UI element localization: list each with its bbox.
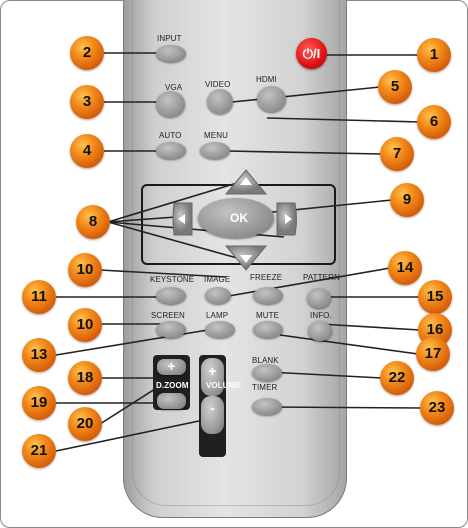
image-label: IMAGE [204, 275, 231, 284]
input-button[interactable] [156, 45, 186, 62]
menu-label: MENU [204, 131, 228, 140]
right-arrow-icon [285, 214, 292, 224]
freeze-label: FREEZE [250, 273, 283, 282]
auto-button[interactable] [156, 142, 186, 159]
left-arrow-button[interactable] [170, 201, 194, 237]
callout-2: 2 [70, 36, 104, 70]
menu-button[interactable] [200, 142, 230, 159]
dzoom-minus-button[interactable] [157, 393, 186, 409]
hdmi-label: HDMI [256, 75, 277, 84]
right-arrow-button[interactable] [275, 201, 299, 237]
timer-button[interactable] [252, 398, 282, 415]
callout-15: 15 [418, 280, 452, 314]
blank-button[interactable] [252, 364, 282, 381]
video-label: VIDEO [205, 80, 231, 89]
pattern-label: PATTERN [303, 273, 340, 282]
keystone-button[interactable] [156, 287, 186, 304]
pattern-button[interactable] [307, 288, 331, 308]
down-arrow-icon [240, 255, 252, 263]
info-button[interactable] [308, 321, 332, 341]
up-arrow-icon [240, 177, 252, 185]
down-arrow-button[interactable] [224, 244, 268, 272]
callout-6: 6 [417, 105, 451, 139]
left-arrow-icon [178, 214, 185, 224]
callout-18: 18 [68, 361, 102, 395]
callout-22: 22 [380, 361, 414, 395]
screen-button[interactable] [156, 321, 186, 338]
info-label: INFO. [310, 311, 332, 320]
image-button[interactable] [205, 287, 231, 304]
callout-14: 14 [388, 251, 422, 285]
timer-label: TIMER [252, 383, 278, 392]
auto-label: AUTO [159, 131, 182, 140]
blank-label: BLANK [252, 356, 279, 365]
callout-7: 7 [380, 137, 414, 171]
hdmi-button[interactable] [257, 86, 286, 112]
ok-label: OK [230, 211, 249, 225]
remote-body [123, 0, 347, 518]
volume-plus-button[interactable]: + [201, 358, 224, 396]
callout-1: 1 [417, 38, 451, 72]
vga-label: VGA [165, 83, 183, 92]
callout-5: 5 [378, 70, 412, 104]
ok-button[interactable] [198, 198, 274, 238]
callout-17: 17 [416, 337, 450, 371]
mute-label: MUTE [256, 311, 280, 320]
screen-label: SCREEN [151, 311, 185, 320]
volume-label: VOLUME [206, 381, 241, 390]
dzoom-label: D.ZOOM [156, 381, 189, 390]
video-button[interactable] [207, 89, 233, 114]
callout-3: 3 [70, 85, 104, 119]
lamp-label: LAMP [206, 311, 229, 320]
callout-10a: 10 [68, 253, 102, 287]
input-label: INPUT [157, 34, 182, 43]
volume-minus-button[interactable]: - [201, 396, 224, 434]
callout-10b: 10 [68, 308, 102, 342]
lamp-button[interactable] [205, 321, 235, 338]
callout-20: 20 [68, 407, 102, 441]
callout-13: 13 [22, 338, 56, 372]
callout-8: 8 [76, 205, 110, 239]
callout-4: 4 [70, 134, 104, 168]
callout-9: 9 [390, 183, 424, 217]
callout-11: 11 [22, 280, 56, 314]
mute-button[interactable] [253, 321, 283, 338]
power-button[interactable]: ⏻/I [296, 38, 327, 69]
keystone-label: KEYSTONE [150, 275, 195, 284]
up-arrow-button[interactable] [224, 168, 268, 196]
remote-inner-edge [132, 0, 340, 506]
dzoom-plus-button[interactable]: + [157, 359, 186, 375]
freeze-button[interactable] [253, 287, 283, 304]
callout-21: 21 [22, 434, 56, 468]
callout-23: 23 [420, 391, 454, 425]
vga-button[interactable] [156, 91, 185, 117]
callout-19: 19 [22, 386, 56, 420]
